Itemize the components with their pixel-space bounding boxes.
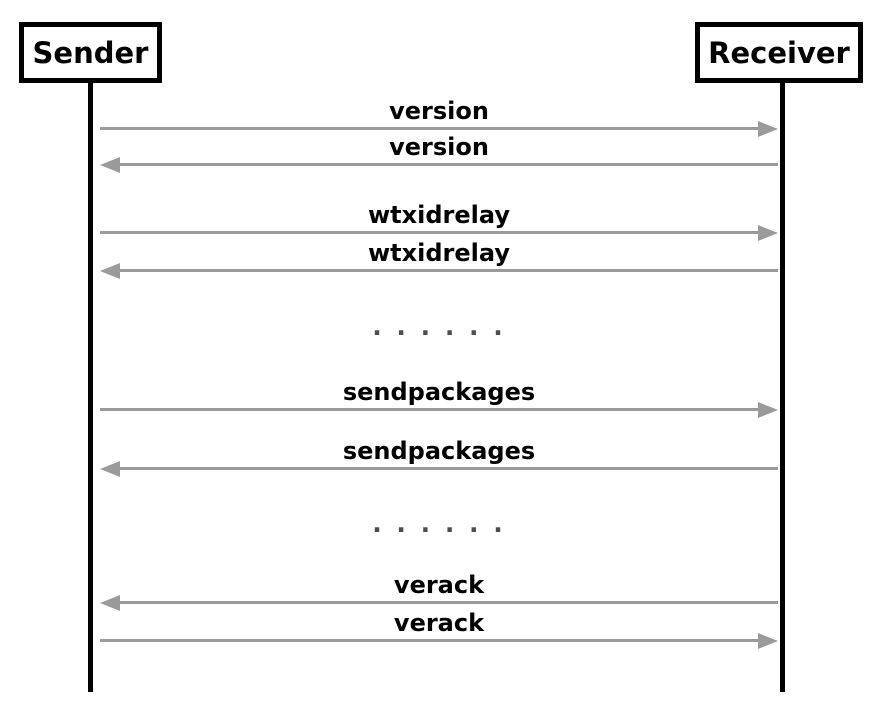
message-line [100, 639, 760, 642]
arrowhead-right-icon [758, 633, 778, 649]
arrowhead-right-icon [758, 121, 778, 137]
arrowhead-right-icon [758, 402, 778, 418]
message-line [118, 467, 778, 470]
sender-lifeline [88, 83, 93, 692]
message-label: verack [393, 571, 485, 599]
message-label: sendpackages [342, 378, 536, 406]
message-line [118, 269, 778, 272]
message-label: wtxidrelay [368, 239, 510, 267]
arrowhead-left-icon [100, 461, 120, 477]
message-label: verack [393, 609, 485, 637]
message-label: version [389, 97, 489, 125]
receiver-lifeline [780, 83, 785, 692]
arrowhead-left-icon [100, 157, 120, 173]
message-label: sendpackages [342, 437, 536, 465]
message-line [100, 231, 760, 234]
message-line [100, 127, 760, 130]
actor-sender: Sender [19, 22, 162, 83]
arrowhead-right-icon [758, 225, 778, 241]
actor-label: Sender [32, 35, 149, 70]
actor-receiver: Receiver [695, 22, 863, 83]
message-label: version [389, 133, 489, 161]
arrowhead-left-icon [100, 595, 120, 611]
message-label: wtxidrelay [368, 201, 510, 229]
actor-label: Receiver [708, 35, 850, 70]
arrowhead-left-icon [100, 263, 120, 279]
message-line [118, 163, 778, 166]
message-line [100, 408, 760, 411]
message-line [118, 601, 778, 604]
ellipsis-dots: . . . . . . [372, 312, 506, 341]
ellipsis-dots: . . . . . . [372, 509, 506, 538]
